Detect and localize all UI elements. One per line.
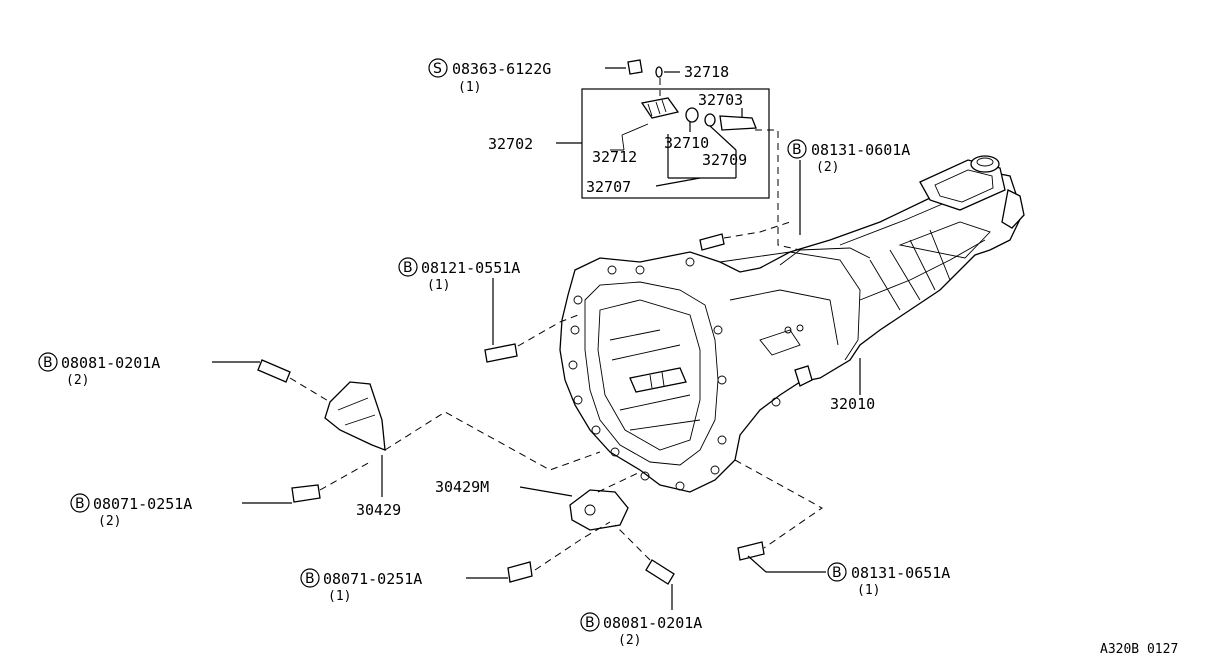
callout-32710[interactable]: 32710 [664,134,709,152]
callout-quantity: (1) [857,583,880,598]
callout-32707[interactable]: 32707 [586,178,631,196]
callout-part-number: 08081-0201A [603,614,702,632]
callout-prefix: S [433,61,442,77]
callout-32718[interactable]: 32718 [684,63,729,81]
callout-quantity: (1) [458,80,481,95]
callout-part-number: 08081-0201A [61,354,160,372]
callout-prefix: B [403,260,413,276]
callout-30429[interactable]: 30429 [356,501,401,519]
callout-b-08081-0201a-lower[interactable]: B 08081-0201A (2) [580,612,702,648]
callout-quantity: (2) [66,373,89,388]
detail-box-32702 [581,88,770,199]
bracket-30429m-drawing [569,489,629,531]
callout-b-08121-0551a[interactable]: B 08121-0551A (1) [398,257,520,293]
callout-part-number: 08131-0601A [811,141,910,159]
callout-quantity: (1) [427,278,450,293]
callout-32703[interactable]: 32703 [698,91,743,109]
callout-32702[interactable]: 32702 [488,135,533,153]
callout-b-08071-0251a-lower[interactable]: B 08071-0251A (1) [300,568,422,604]
bolt-icons [257,59,765,585]
callout-prefix: B [305,571,315,587]
callout-quantity: (2) [98,514,121,529]
callout-30429m[interactable]: 30429M [435,478,489,496]
callout-quantity: (2) [618,633,641,648]
callout-s-08363-6122g[interactable]: S 08363-6122G (1) [428,58,551,95]
callout-part-number: 08131-0651A [851,564,950,582]
callout-b-08071-0251a-left[interactable]: B 08071-0251A (2) [70,493,192,529]
callout-prefix: B [792,142,802,158]
transmission-assembly-drawing [559,155,1025,493]
callout-prefix: B [585,615,595,631]
callout-prefix: B [75,496,85,512]
callout-b-08131-0651a[interactable]: B 08131-0651A (1) [827,562,950,598]
callout-b-08131-0601a[interactable]: B 08131-0601A (2) [787,139,910,175]
callout-part-number: 08071-0251A [93,495,192,513]
document-code: A320B 0127 [1100,642,1178,657]
callout-prefix: B [832,565,842,581]
callout-32010[interactable]: 32010 [830,395,875,413]
callout-quantity: (2) [816,160,839,175]
callout-prefix: B [43,355,53,371]
bracket-30429-drawing [324,381,386,451]
callout-32709[interactable]: 32709 [702,151,747,169]
callout-part-number: 08363-6122G [452,60,551,78]
callout-part-number: 08071-0251A [323,570,422,588]
callout-32712[interactable]: 32712 [592,148,637,166]
leader-lines [212,67,861,610]
dashed-assembly-lines [289,78,823,571]
callout-part-number: 08121-0551A [421,259,520,277]
callout-b-08081-0201a-upper[interactable]: B 08081-0201A (2) [38,352,160,388]
callout-quantity: (1) [328,589,351,604]
